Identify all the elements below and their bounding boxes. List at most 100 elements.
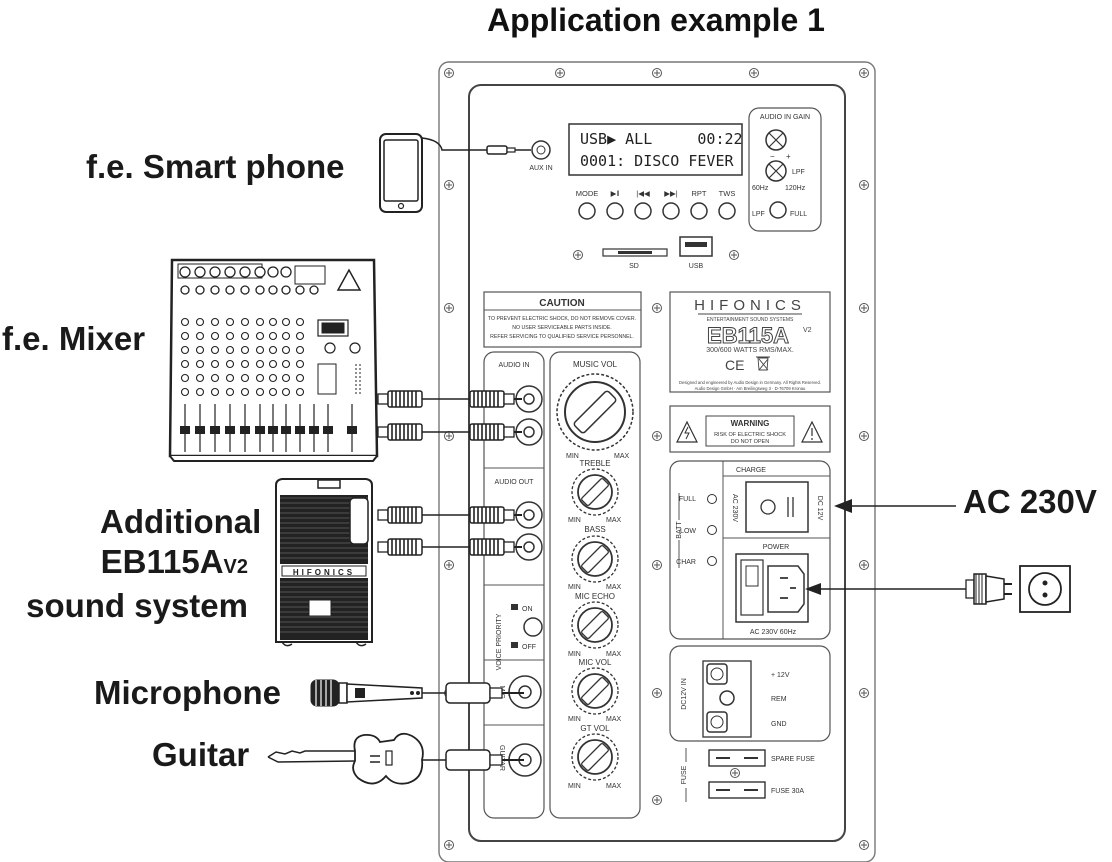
label-smartphone: f.e. Smart phone	[86, 148, 345, 185]
bass-max: MAX	[606, 584, 622, 591]
power-cord-arrow	[805, 583, 966, 595]
rca-cable-out-2	[377, 538, 522, 556]
button-prev-label: |◀◀	[636, 189, 651, 198]
rca-cable-in-1	[377, 390, 522, 408]
voice-priority-label: VOICE PRIORITY	[496, 613, 503, 670]
label-ac-230v: AC 230V	[963, 483, 1097, 520]
label-additional-model: EB115A	[100, 543, 224, 580]
brand-subtitle: ENTERTAINMENT SOUND SYSTEMS	[707, 317, 794, 323]
brand-label: HIFONICS ENTERTAINMENT SOUND SYSTEMS EB1…	[669, 291, 831, 393]
dc-terminal-rem	[719, 690, 735, 706]
lpf-switch-left: LPF	[752, 211, 765, 218]
shock-warning-icon	[676, 420, 698, 443]
button-tws-label: TWS	[719, 189, 736, 198]
bass-label: BASS	[584, 525, 605, 534]
power-label: POWER	[763, 544, 789, 551]
mic-vol-max: MAX	[606, 716, 622, 723]
lpf-60hz: 60Hz	[752, 185, 769, 192]
treble-max: MAX	[606, 517, 622, 524]
additional-speaker-icon: HIFONICS	[275, 478, 373, 647]
gt-vol-min: MIN	[568, 783, 581, 790]
rca-cable-out-1	[377, 506, 522, 524]
mic-echo-min: MIN	[568, 651, 581, 658]
label-additional-line1: Additional	[100, 503, 262, 540]
label-mixer: f.e. Mixer	[2, 320, 146, 357]
volume-knob-panel: MUSIC VOL MIN MAX TREBLE MIN MAX BASS MI…	[549, 351, 641, 819]
display-line-2: 0001: DISCO FEVER	[580, 152, 734, 170]
weee-icon	[756, 356, 770, 371]
display-line-1: USB▶ ALL 00:22	[580, 130, 743, 148]
mic-echo-label: MIC ECHO	[575, 592, 615, 601]
label-additional-line2: EB115AV2	[60, 543, 248, 581]
batt-low-label: LOW	[680, 528, 696, 535]
button-play-label: ▶‖	[611, 189, 620, 198]
gain-minus: −	[770, 152, 775, 161]
batt-label: BATT	[676, 521, 683, 539]
lpf-full-switch	[769, 201, 787, 219]
music-vol-min: MIN	[566, 453, 579, 460]
prev-button	[634, 202, 652, 220]
mixer-icon	[168, 258, 379, 462]
audio-out-label: AUDIO OUT	[495, 479, 535, 486]
guitar-cable-plug	[445, 749, 524, 771]
aux-in-label: AUX IN	[529, 165, 552, 172]
warning-title: WARNING	[731, 419, 770, 428]
warning-line-1: RISK OF ELECTRIC SHOCK	[714, 432, 786, 438]
power-rating-label: AC 230V 60Hz	[750, 629, 797, 636]
audio-io-panel: AUDIO IN AUDIO OUT VOICE PRIORITY ON OFF…	[483, 351, 545, 819]
caution-line-3: REFER SERVICING TO QUALIFIED SERVICE PER…	[490, 334, 634, 340]
voice-priority-off: OFF	[522, 644, 536, 651]
button-mode-label: MODE	[576, 189, 599, 198]
usb-label: USB	[689, 263, 704, 270]
play-pause-button	[606, 202, 624, 220]
design-line-2: Audio Design GmbH · Am Breilingsweg 3 · …	[695, 386, 806, 391]
wall-socket-icon	[1019, 565, 1071, 613]
button-next-label: ▶▶|	[664, 189, 678, 198]
mic-vol-min: MIN	[568, 716, 581, 723]
aux-cable	[421, 137, 531, 155]
dc-gnd-label: GND	[771, 721, 787, 728]
power-plug-icon	[965, 573, 1012, 605]
mic-echo-max: MAX	[606, 651, 622, 658]
rca-cables	[377, 390, 522, 556]
microphone-icon	[310, 679, 446, 707]
batt-char-led	[707, 556, 717, 566]
fuse-label: FUSE	[681, 765, 688, 784]
lcd-display: USB▶ ALL 00:22 0001: DISCO FEVER	[568, 123, 743, 176]
warning-box: WARNING RISK OF ELECTRIC SHOCK DO NOT OP…	[669, 405, 831, 453]
lpf-switch-right: FULL	[790, 211, 807, 218]
ce-mark: CE	[725, 357, 744, 373]
voice-priority-switch	[523, 617, 543, 637]
smartphone-icon	[379, 133, 423, 213]
next-button	[662, 202, 680, 220]
tws-button	[718, 202, 736, 220]
guitar-icon	[267, 732, 446, 785]
label-microphone: Microphone	[94, 674, 281, 711]
lpf-label: LPF	[792, 169, 805, 176]
charge-ac-label: AC 230V	[731, 494, 738, 522]
charge-switch	[745, 481, 809, 533]
main-fuse	[708, 781, 766, 799]
audio-in-gain-panel: AUDIO IN GAIN − + LPF 60Hz 120Hz LPF FUL…	[748, 107, 822, 232]
aux-in-jack: AUX IN	[529, 140, 553, 172]
treble-label: TREBLE	[579, 459, 610, 468]
ac-input-arrow	[834, 499, 956, 513]
dc-rem-label: REM	[771, 696, 787, 703]
speaker-back-panel	[438, 61, 876, 862]
treble-min: MIN	[568, 517, 581, 524]
power-panel: CHARGE AC 230V DC 12V POWER AC 230V 60Hz…	[669, 460, 831, 640]
watts-rating: 300/600 WATTS RMS/MAX.	[706, 347, 794, 354]
model-sup: V2	[803, 327, 812, 334]
mic-cable-plug	[445, 682, 524, 704]
caution-box: CAUTION TO PREVENT ELECTRIC SHOCK, DO NO…	[483, 291, 642, 348]
model-name: EB115A	[707, 323, 789, 348]
bass-min: MIN	[568, 584, 581, 591]
batt-char-label: CHAR	[676, 559, 696, 566]
batt-full-label: FULL	[679, 496, 696, 503]
transport-buttons: MODE ▶‖ |◀◀ ▶▶| RPT TWS	[576, 189, 736, 220]
music-vol-max: MAX	[614, 453, 630, 460]
button-rpt-label: RPT	[692, 189, 707, 198]
lpf-120hz: 120Hz	[785, 185, 806, 192]
label-guitar: Guitar	[152, 736, 250, 773]
